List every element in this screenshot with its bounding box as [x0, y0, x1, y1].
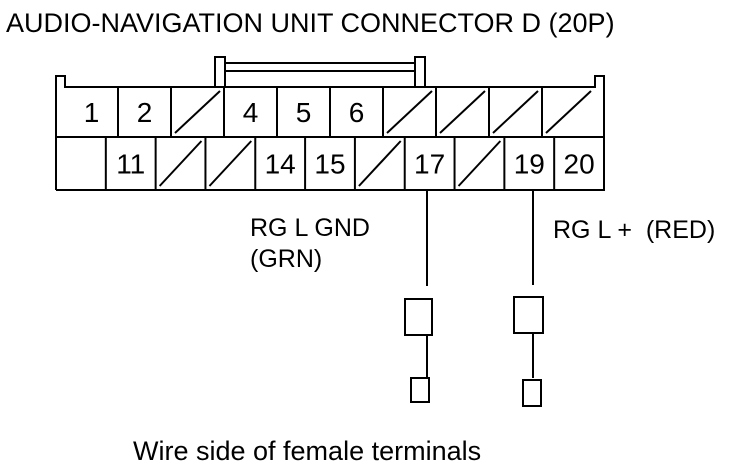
- pin-20-label: 20: [564, 149, 595, 180]
- pin-15-label: 15: [314, 149, 345, 180]
- pin-19-label: 19: [514, 149, 545, 180]
- diagram-title: AUDIO-NAVIGATION UNIT CONNECTOR D (20P): [6, 8, 615, 38]
- pin-5-label: 5: [296, 97, 312, 128]
- wire-19-label-line1: RG L + (RED): [553, 216, 715, 244]
- pin-6-label: 6: [349, 97, 365, 128]
- empty-cavity-slash: [158, 140, 203, 187]
- pin-4-label: 4: [243, 97, 259, 128]
- empty-cavity-slash: [439, 90, 486, 134]
- empty-cavity-slash: [386, 90, 433, 134]
- empty-cavity-slash: [358, 140, 402, 187]
- empty-cavity-slash: [174, 90, 221, 134]
- empty-cavity-slash: [208, 140, 253, 187]
- pin-2-label: 2: [137, 97, 153, 128]
- pin-17-label: 17: [414, 149, 445, 180]
- empty-cavity-slash: [545, 90, 592, 134]
- connector-top-row: 1 2 4 5 6: [84, 87, 592, 137]
- wire-17-label-line2: (GRN): [250, 245, 322, 273]
- wire-pin-17: [404, 190, 433, 403]
- empty-cavity-slash: [492, 90, 539, 134]
- empty-cavity-slash: [457, 140, 502, 187]
- pin-14-label: 14: [265, 149, 296, 180]
- wire-pin-19: [513, 190, 544, 407]
- pin-11-label: 11: [116, 149, 145, 180]
- connector-lock-tab: [214, 56, 426, 88]
- wire-17-label-line1: RG L GND: [250, 214, 370, 242]
- diagram-caption: Wire side of female terminals: [133, 436, 481, 466]
- connector-bottom-row: 11 14 15 17 19 20: [104, 137, 595, 190]
- pin-1-label: 1: [84, 97, 100, 128]
